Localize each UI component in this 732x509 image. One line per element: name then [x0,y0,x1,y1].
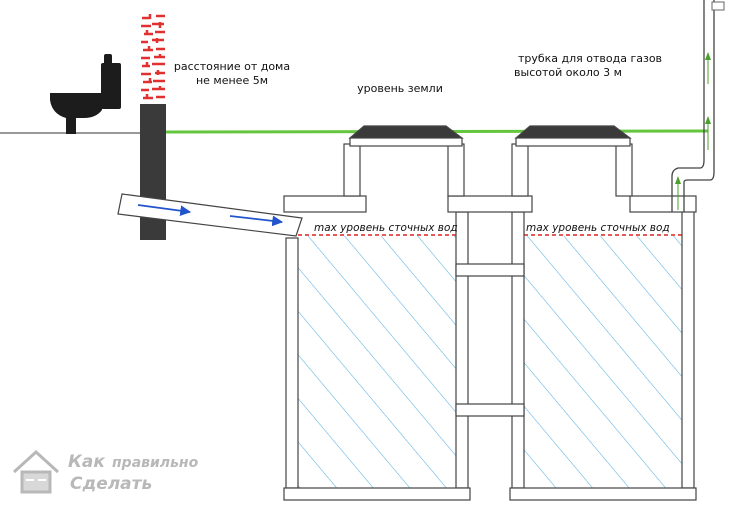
vent-cap [711,1,725,11]
ground-level-label: уровень земли [357,82,443,95]
house-logo-icon [12,449,60,494]
gas-flow-arrows [675,52,711,184]
max-level-label-left: max уровень сточных вод [314,222,458,234]
vent-label-line1: трубка для отвода газов [518,52,662,65]
water-chamber-right [524,236,682,488]
vent-pipe [671,0,715,212]
vent-label-line2: высотой около 3 м [514,66,622,79]
watermark: Как правильно Сделать [12,449,199,494]
brick-wall [140,14,166,104]
inspection-neck-left [343,125,465,197]
watermark-line1: Как [68,452,105,472]
distance-label-line2: не менее 5м [196,74,268,87]
tank-walls [283,195,697,501]
watermark-line2: Сделать [70,474,152,494]
max-level-label-right: max уровень сточных вод [526,222,670,234]
inlet-pipe [117,193,303,237]
inspection-neck-right [511,125,633,197]
distance-label-line1: расстояние от дома [174,60,290,73]
toilet-icon [50,54,121,134]
watermark-line1-small: правильно [112,455,199,471]
water-chamber-left [298,236,456,488]
